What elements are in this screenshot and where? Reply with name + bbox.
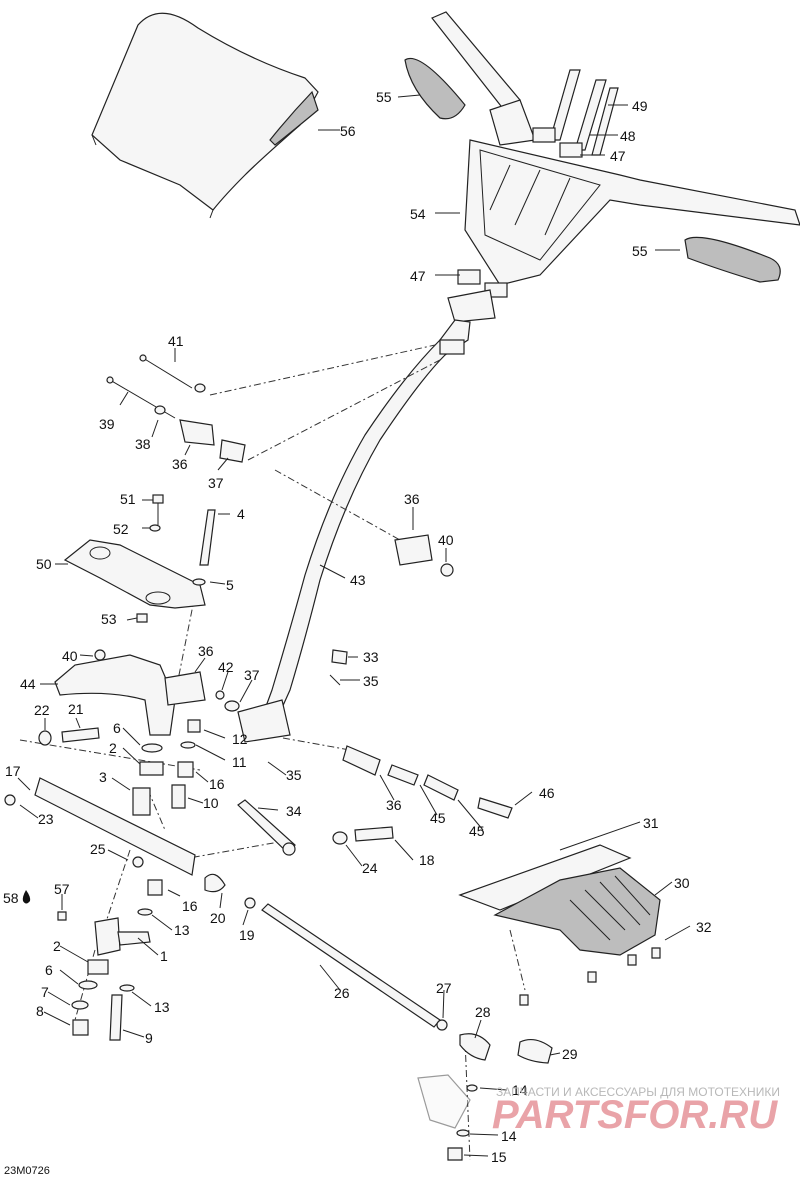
callout-51: 51: [120, 491, 136, 507]
callout-52: 52: [113, 521, 129, 537]
callout-21: 21: [68, 701, 84, 717]
callout-25: 25: [90, 841, 106, 857]
callout-20: 20: [210, 910, 226, 926]
callout-6: 6: [45, 962, 53, 978]
watermark-logo: PARTSFOR.RU: [492, 1093, 778, 1137]
callout-54: 54: [410, 206, 426, 222]
upper-support: [106, 354, 454, 577]
callout-16: 16: [182, 898, 198, 914]
callout-30: 30: [674, 875, 690, 891]
callout-16: 16: [209, 776, 225, 792]
callout-43: 43: [350, 572, 366, 588]
tie-rod: [204, 873, 553, 1161]
callout-4: 4: [237, 506, 245, 522]
callout-49: 49: [632, 98, 648, 114]
callout-55: 55: [632, 243, 648, 259]
callout-32: 32: [696, 919, 712, 935]
callout-5: 5: [226, 577, 234, 593]
lower-mechanism: [57, 879, 163, 1041]
callout-55: 55: [376, 89, 392, 105]
callout-10: 10: [203, 795, 219, 811]
callout-37: 37: [244, 667, 260, 683]
callout-39: 39: [99, 416, 115, 432]
callout-labels: 5556494847545547413938363736404351452505…: [3, 89, 712, 1165]
callout-28: 28: [475, 1004, 491, 1020]
callout-35: 35: [363, 673, 379, 689]
callout-12: 12: [232, 731, 248, 747]
bracket-lower: [4, 649, 240, 876]
callout-33: 33: [363, 649, 379, 665]
callout-58: 58: [3, 890, 19, 906]
callout-47: 47: [610, 148, 626, 164]
callout-36: 36: [386, 797, 402, 813]
linkage-rods: [237, 649, 513, 856]
callout-13: 13: [174, 922, 190, 938]
steering-boot: [458, 844, 661, 1006]
callout-36: 36: [404, 491, 420, 507]
callout-41: 41: [168, 333, 184, 349]
callout-13: 13: [154, 999, 170, 1015]
callout-40: 40: [62, 648, 78, 664]
callout-56: 56: [340, 123, 356, 139]
spindle-arm: [417, 1074, 471, 1129]
drawing-code: 23M0726: [4, 1165, 50, 1177]
callout-42: 42: [218, 659, 234, 675]
callout-19: 19: [239, 927, 255, 943]
assembly-guides: [19, 344, 526, 1161]
callout-3: 3: [99, 769, 107, 785]
callout-18: 18: [419, 852, 435, 868]
callout-22: 22: [34, 702, 50, 718]
callout-9: 9: [145, 1030, 153, 1046]
callout-15: 15: [491, 1149, 507, 1165]
callout-50: 50: [36, 556, 52, 572]
bracket-upper: [63, 494, 216, 623]
callout-38: 38: [135, 436, 151, 452]
callout-14: 14: [501, 1128, 517, 1144]
callout-35: 35: [286, 767, 302, 783]
callout-6: 6: [113, 720, 121, 736]
callout-7: 7: [41, 984, 49, 1000]
callout-34: 34: [286, 803, 302, 819]
callout-17: 17: [5, 763, 21, 779]
callout-37: 37: [208, 475, 224, 491]
callout-45: 45: [430, 810, 446, 826]
callout-47: 47: [410, 268, 426, 284]
callout-8: 8: [36, 1003, 44, 1019]
callout-40: 40: [438, 532, 454, 548]
callout-11: 11: [232, 754, 247, 770]
callout-24: 24: [362, 860, 378, 876]
callout-1: 1: [160, 948, 168, 964]
oil-drop-icon: [22, 890, 31, 904]
callout-45: 45: [469, 823, 485, 839]
callout-44: 44: [20, 676, 36, 692]
callout-36: 36: [198, 643, 214, 659]
callout-26: 26: [334, 985, 350, 1001]
watermark-caption: ЗАПЧАСТИ И АКСЕССУАРЫ ДЛЯ МОТОТЕХНИКИ: [496, 1085, 780, 1099]
callout-27: 27: [436, 980, 452, 996]
callout-14: 14: [512, 1082, 528, 1098]
callout-23: 23: [38, 811, 54, 827]
callout-31: 31: [643, 815, 659, 831]
windshield: [91, 12, 319, 219]
callout-53: 53: [101, 611, 117, 627]
callout-48: 48: [620, 128, 636, 144]
callout-2: 2: [109, 740, 117, 756]
callout-2: 2: [53, 938, 61, 954]
steering-column: [237, 319, 471, 743]
leader-lines: [17, 94, 691, 1157]
handlebar: [404, 11, 800, 323]
callout-46: 46: [539, 785, 555, 801]
callout-36: 36: [172, 456, 188, 472]
callout-57: 57: [54, 881, 70, 897]
callout-29: 29: [562, 1046, 578, 1062]
